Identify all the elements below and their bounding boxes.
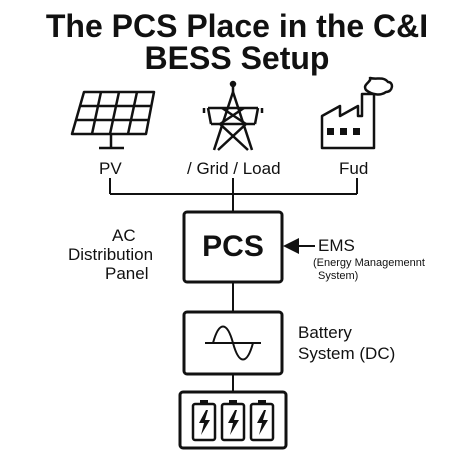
grid-load-label: / Grid / Load	[187, 159, 281, 178]
solar-panel-icon	[70, 90, 156, 150]
pv-label: PV	[99, 159, 122, 178]
lightning-bolt-icon	[257, 410, 268, 435]
page-title-line-1: The PCS Place in the C&I	[45, 8, 429, 44]
fuel-label: Fud	[339, 159, 369, 178]
ems-description-line-2: System)	[318, 270, 359, 282]
pcs-box	[182, 210, 284, 284]
battery-cell-1	[191, 400, 217, 442]
battery-cell-3	[249, 400, 275, 442]
ems-description-line-1: (Energy Managemennt	[313, 257, 425, 269]
ac-panel-label-line-3: Panel	[105, 264, 149, 283]
transmission-tower-icon	[202, 80, 264, 151]
battery-cells-icon	[191, 400, 275, 442]
battery-label-line-1: Battery	[298, 323, 352, 342]
ac-panel-label-line-1: AC	[112, 226, 136, 245]
connection-lines	[109, 178, 358, 392]
sine-wave-icon	[205, 325, 261, 361]
lightning-bolt-icon	[228, 410, 239, 435]
lightning-bolt-icon	[199, 410, 210, 435]
factory-icon	[320, 76, 394, 150]
battery-cell-2	[220, 400, 246, 442]
ems-label: EMS	[318, 236, 355, 255]
page-title-line-2: BESS Setup	[144, 40, 330, 76]
pcs-label: PCS	[202, 230, 264, 263]
battery-label-line-2: System (DC)	[298, 344, 396, 363]
ac-panel-label-line-2: Distribution	[68, 245, 154, 264]
